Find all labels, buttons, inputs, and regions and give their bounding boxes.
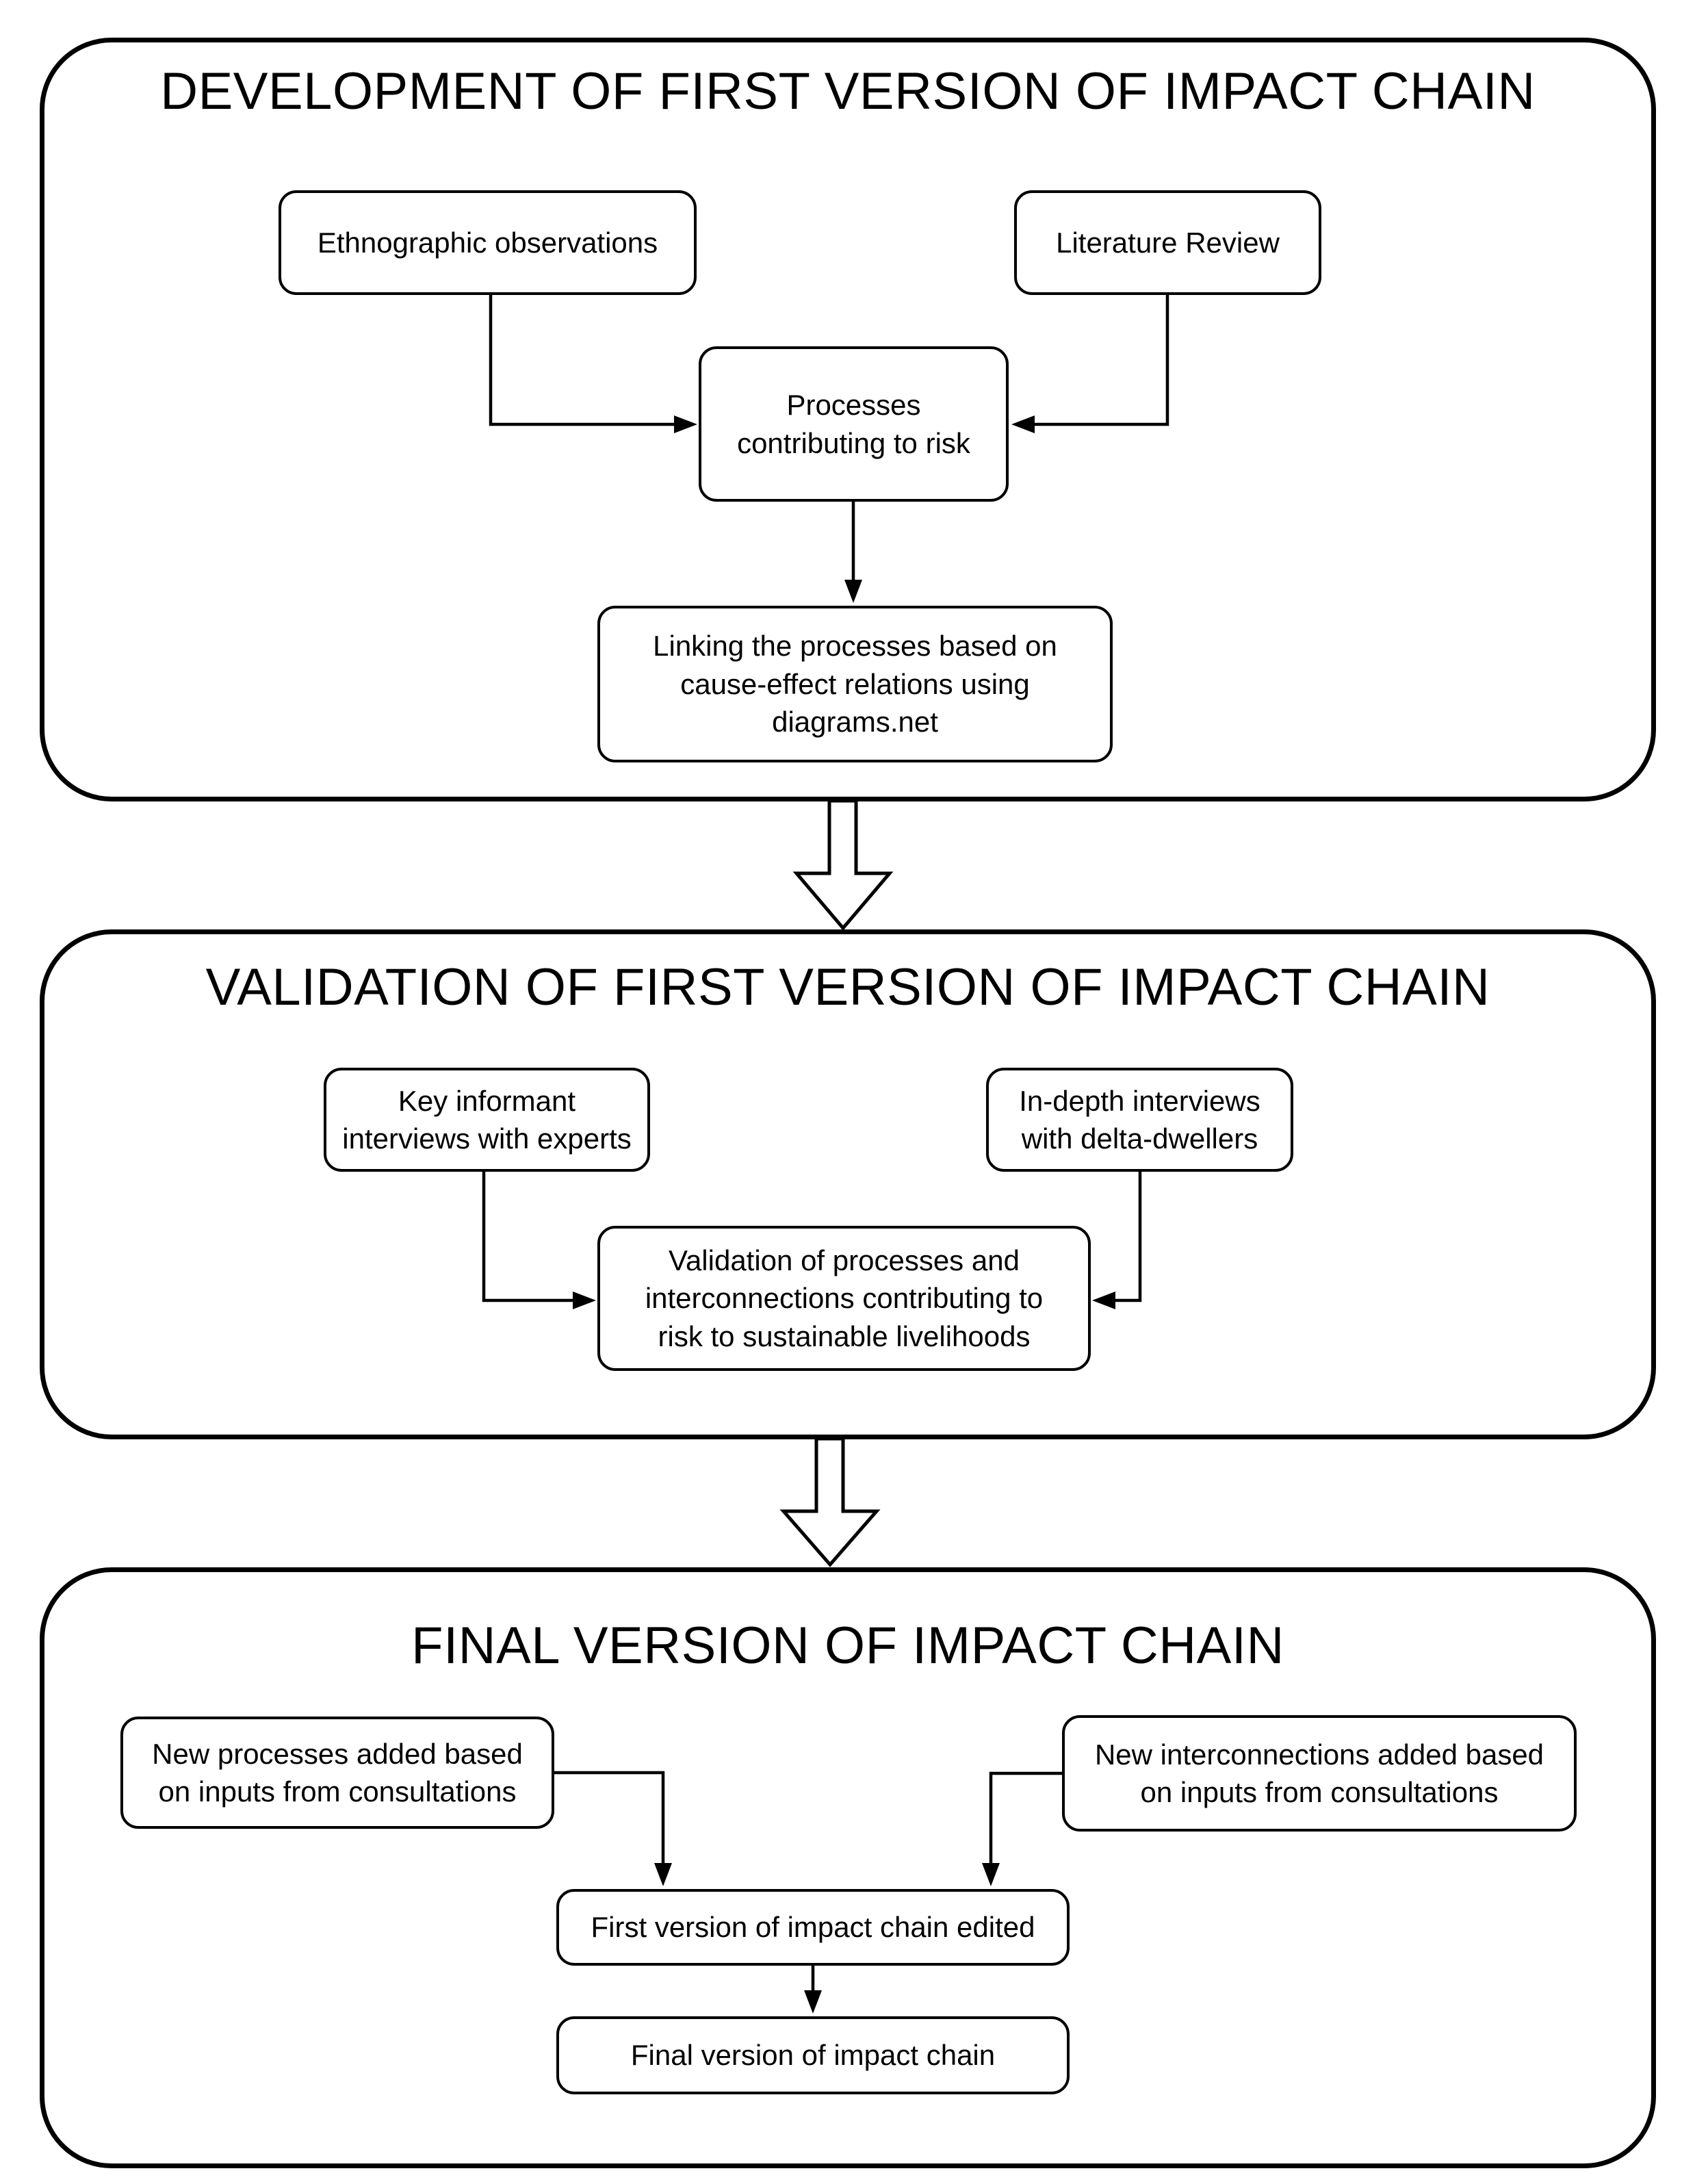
node-linking-processes: Linking the processes based on cause-eff…: [597, 606, 1113, 762]
node-key-informant-interviews: Key informant interviews with experts: [324, 1068, 650, 1172]
node-final-version: Final version of impact chain: [556, 2016, 1070, 2094]
node-processes-contributing-to-risk: Processes contributing to risk: [699, 346, 1009, 502]
section-title-validation: VALIDATION OF FIRST VERSION OF IMPACT CH…: [205, 958, 1490, 1016]
section-final: [40, 1567, 1656, 2168]
section-title-final: FINAL VERSION OF IMPACT CHAIN: [411, 1617, 1284, 1675]
down-block-arrow-icon: [792, 799, 894, 931]
node-validation-of-processes: Validation of processes and interconnect…: [597, 1226, 1091, 1371]
node-ethnographic-observations: Ethnographic observations: [279, 190, 697, 295]
node-in-depth-interviews: In-depth interviews with delta-dwellers: [986, 1068, 1293, 1172]
node-literature-review: Literature Review: [1014, 190, 1321, 295]
node-new-processes-added: New processes added based on inputs from…: [120, 1717, 554, 1829]
node-new-interconnections-added: New interconnections added based on inpu…: [1062, 1715, 1577, 1832]
section-title-development: DEVELOPMENT OF FIRST VERSION OF IMPACT C…: [160, 62, 1536, 120]
node-first-version-edited: First version of impact chain edited: [556, 1889, 1070, 1966]
down-block-arrow-icon: [779, 1437, 881, 1567]
